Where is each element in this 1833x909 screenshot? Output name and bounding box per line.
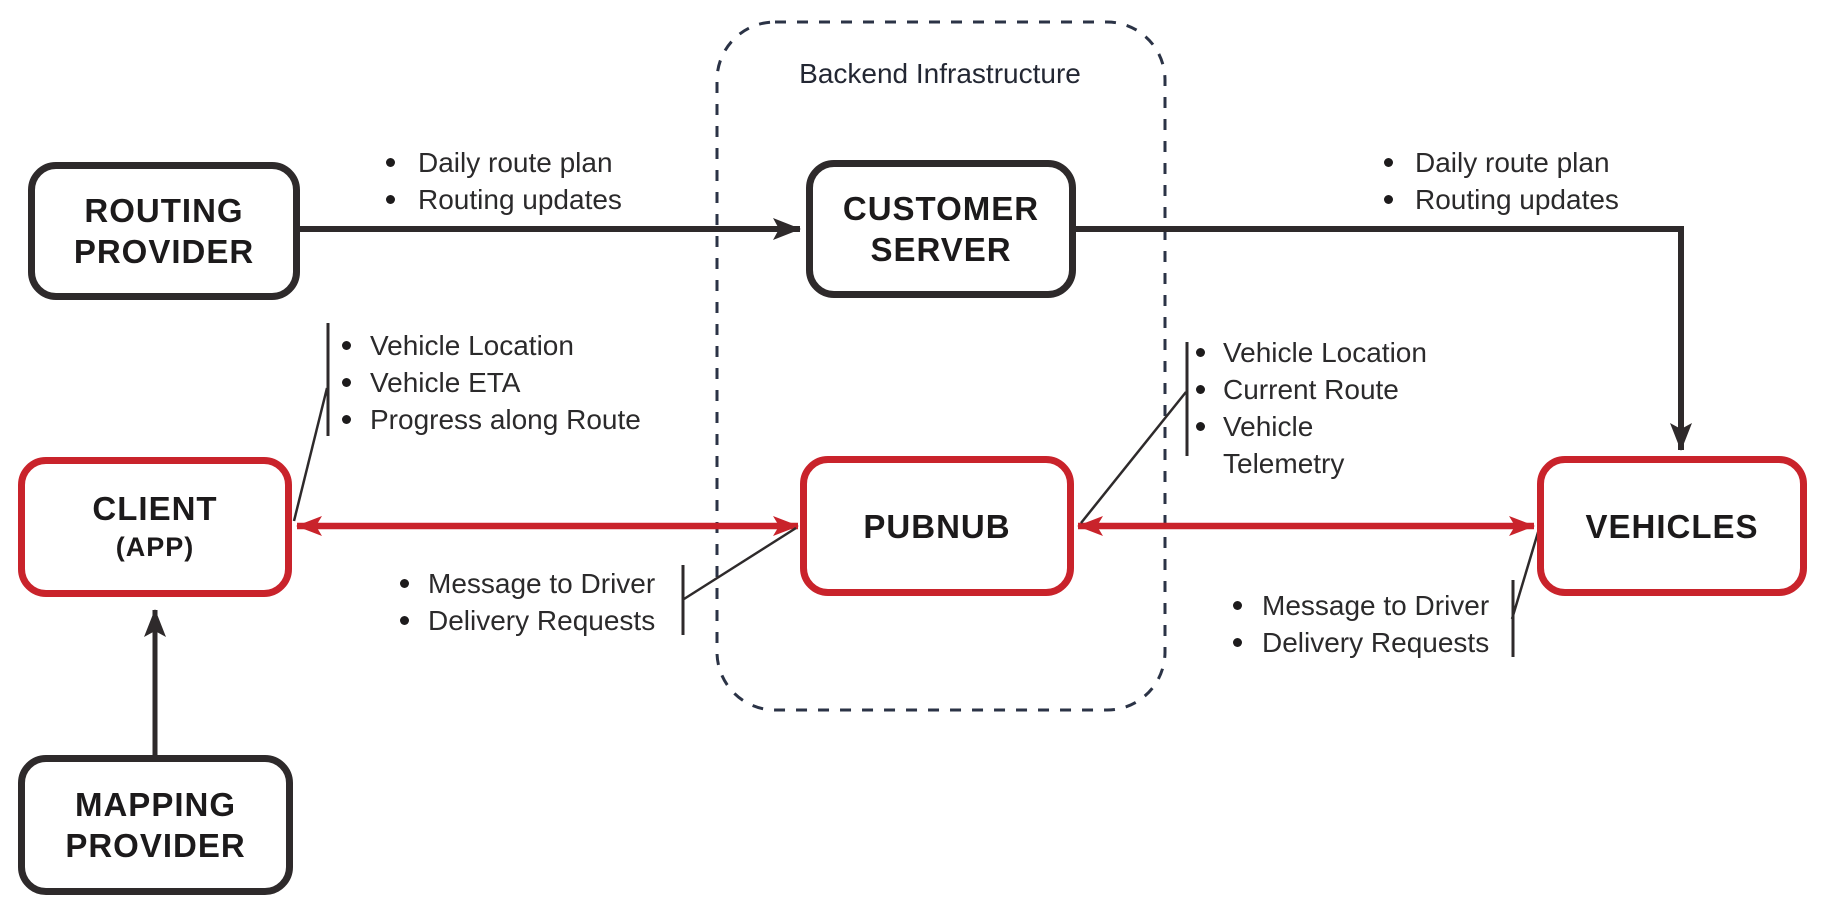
edge-list-routing-customer: Daily route plan Routing updates [386, 144, 622, 218]
list-item-label: Routing updates [418, 184, 622, 215]
list-item-label: Message to Driver [428, 568, 656, 599]
bullet-icon [1384, 158, 1393, 167]
list-item: Vehicle ETA [342, 364, 641, 401]
node-label: ROUTING [84, 192, 244, 229]
bullet-icon [342, 341, 351, 350]
list-item: Vehicle Location [1196, 334, 1446, 371]
callout-pubnub-vehicles-down [1510, 528, 1541, 657]
list-item: Routing updates [386, 181, 622, 218]
node-client-app: CLIENT (APP) [18, 457, 292, 597]
list-item-label: Vehicle ETA [370, 367, 521, 398]
bullet-icon [1196, 348, 1205, 357]
list-item: Delivery Requests [1233, 624, 1489, 661]
node-mapping-provider: MAPPING PROVIDER [18, 755, 293, 895]
bullet-icon [386, 195, 395, 204]
bullet-icon [1233, 638, 1242, 647]
node-routing-provider: ROUTING PROVIDER [28, 162, 300, 300]
list-item: Progress along Route [342, 401, 641, 438]
list-item: Message to Driver [1233, 587, 1489, 624]
node-label: VEHICLES [1585, 507, 1759, 545]
bullet-icon [342, 378, 351, 387]
list-item-label: Vehicle Telemetry [1223, 411, 1345, 479]
edge-list-pubnub-vehicles-up: Vehicle Location Current Route Vehicle T… [1196, 334, 1446, 482]
list-item: Daily route plan [386, 144, 622, 181]
callout-client-up [292, 323, 330, 522]
list-item: Routing updates [1384, 181, 1619, 218]
bullet-icon [400, 579, 409, 588]
list-item-label: Delivery Requests [428, 605, 656, 636]
bullet-icon [1196, 385, 1205, 394]
bullet-icon [400, 616, 409, 625]
list-item-label: Daily route plan [418, 147, 613, 178]
list-item: Delivery Requests [400, 602, 655, 639]
bullet-icon [342, 415, 351, 424]
node-label: PROVIDER [73, 233, 255, 270]
list-item: Daily route plan [1384, 144, 1619, 181]
node-vehicles: VEHICLES [1537, 456, 1807, 596]
list-item-label: Vehicle Location [1223, 337, 1427, 368]
edge-list-customer-vehicles: Daily route plan Routing updates [1384, 144, 1619, 218]
list-item-label: Current Route [1223, 374, 1399, 405]
node-label: CLIENT [92, 490, 218, 527]
node-sublabel: (APP) [115, 532, 195, 562]
arrow-customer-to-vehicles [1076, 226, 1692, 451]
list-item: Current Route [1196, 371, 1446, 408]
list-item: Vehicle Location [342, 327, 641, 364]
node-label: SERVER [870, 231, 1012, 268]
edge-list-pubnub-vehicles-down: Message to Driver Delivery Requests [1233, 587, 1489, 661]
bullet-icon [386, 158, 395, 167]
list-item-label: Routing updates [1415, 184, 1619, 215]
callout-pubnub-vehicles-up [1080, 342, 1189, 524]
list-item-label: Daily route plan [1415, 147, 1610, 178]
list-item: Vehicle Telemetry [1196, 408, 1446, 482]
list-item-label: Vehicle Location [370, 330, 574, 361]
node-label: MAPPING [74, 786, 236, 823]
bullet-icon [1233, 601, 1242, 610]
node-label: PUBNUB [863, 507, 1011, 545]
edge-list-client-pubnub-down: Message to Driver Delivery Requests [400, 565, 655, 639]
list-item-label: Progress along Route [370, 404, 641, 435]
list-item-label: Message to Driver [1262, 590, 1490, 621]
node-label: PROVIDER [65, 827, 246, 864]
bullet-icon [1384, 195, 1393, 204]
list-item: Message to Driver [400, 565, 655, 602]
backend-boundary [715, 20, 1167, 712]
edge-list-client-pubnub-up: Vehicle Location Vehicle ETA Progress al… [342, 327, 641, 438]
list-item-label: Delivery Requests [1262, 627, 1490, 658]
callout-client-down [681, 526, 797, 635]
bullet-icon [1196, 422, 1205, 431]
node-customer-server: CUSTOMER SERVER [806, 160, 1076, 298]
node-label: CUSTOMER [842, 190, 1040, 227]
node-pubnub: PUBNUB [800, 456, 1074, 596]
backend-infrastructure-label: Backend Infrastructure [799, 58, 1081, 89]
